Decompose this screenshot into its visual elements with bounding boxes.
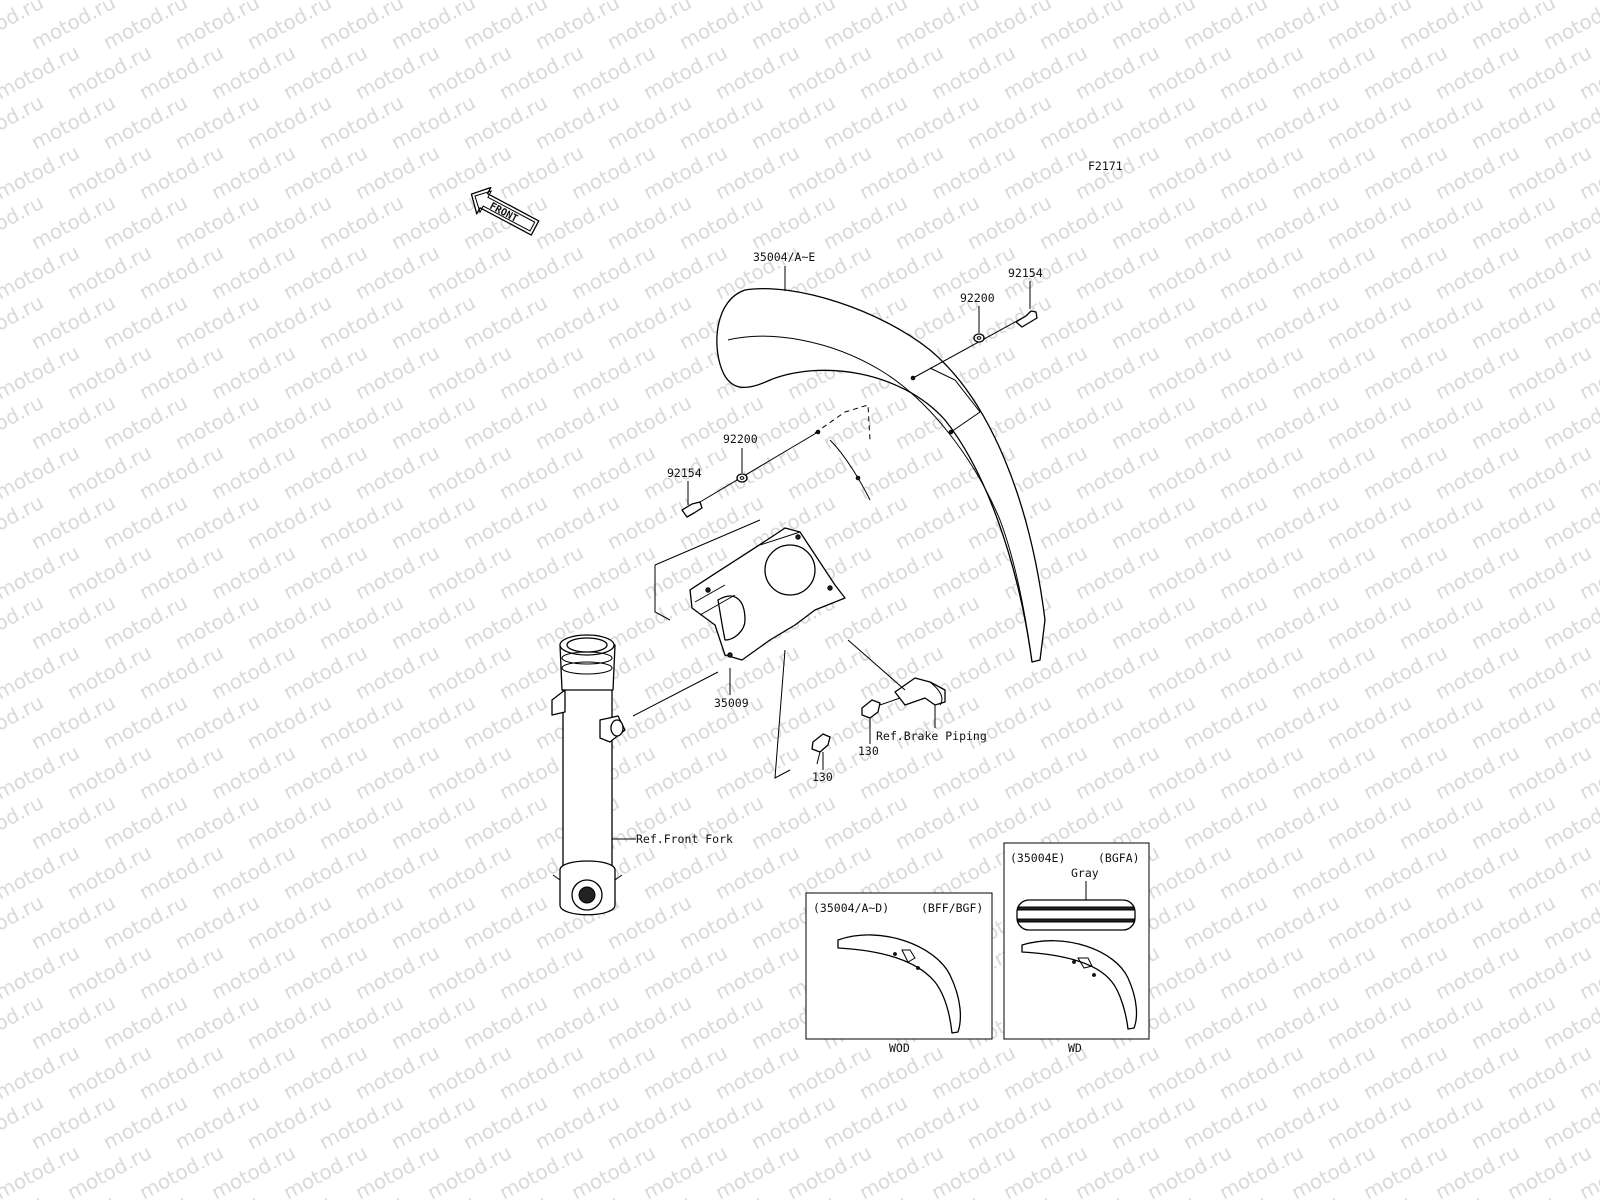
variant-wod-code: (35004/A~D): [813, 901, 889, 915]
variant-wd-fender-top: [1016, 899, 1136, 931]
bolt-center-icon: [811, 733, 831, 765]
variant-wd-models: (BGFA): [1098, 851, 1140, 865]
bolt-right-icon: [1015, 310, 1038, 328]
washer-left-icon: [736, 473, 748, 483]
bolt-clamp-icon: [861, 699, 881, 719]
label-brake-piping: Ref.Brake Piping: [876, 729, 987, 743]
washer-right-icon: [973, 333, 985, 343]
variant-wd-color-note: Gray: [1071, 866, 1099, 880]
label-bolt-left: 92154: [667, 466, 702, 480]
label-fender: 35004/A~E: [753, 250, 815, 264]
variant-wd-code: (35004E): [1010, 851, 1065, 865]
front-fork: [551, 634, 626, 916]
variant-box-wod: (35004/A~D) (BFF/BGF) WOD: [805, 892, 993, 1055]
fender-bracket: [689, 527, 846, 661]
label-bracket: 35009: [714, 696, 749, 710]
label-bolt-center: 130: [812, 770, 833, 784]
bolt-left-icon: [681, 501, 703, 518]
variant-wd-caption: WD: [1068, 1041, 1082, 1055]
watermark-text: motod.ru: [1575, 0, 1600, 4]
variant-wd-fender-side: [1021, 940, 1138, 1030]
label-bolt-clamp: 130: [858, 744, 879, 758]
label-washer-left: 92200: [723, 432, 758, 446]
variant-wod-caption: WOD: [889, 1041, 910, 1055]
label-bolt-right: 92154: [1008, 266, 1043, 280]
front-fender: [716, 288, 1046, 663]
variant-box-wd: (35004E) (BGFA) Gray WD: [1003, 842, 1150, 1055]
diagram-id: F2171: [1088, 159, 1123, 173]
label-front-fork: Ref.Front Fork: [636, 832, 733, 846]
label-washer-right: 92200: [960, 291, 995, 305]
variant-wod-models: (BFF/BGF): [921, 901, 983, 915]
brake-piping-clamp: [894, 677, 946, 706]
variant-wod-fender: [837, 934, 962, 1034]
